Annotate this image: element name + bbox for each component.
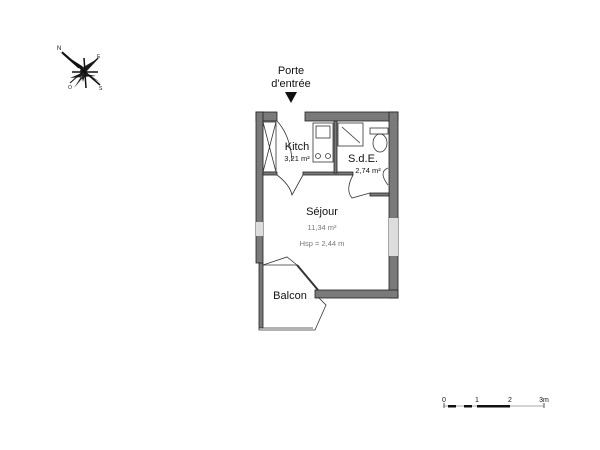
room-name-balcony: Balcon (273, 290, 307, 302)
room-area-bathroom: 2,74 m² (355, 166, 381, 175)
kitchen-fixtures (262, 120, 334, 197)
compass-west: O (68, 85, 72, 91)
room-area-kitchen: 3,21 m² (284, 154, 310, 163)
room-name-bathroom: S.d.E. (348, 153, 378, 165)
scale-label-3: 3m (539, 397, 549, 404)
compass-south: S (99, 86, 103, 92)
scale-label-1: 1 (475, 397, 479, 404)
room-area-living: 11,34 m² (307, 223, 337, 232)
entrance-label-line1: Porte (278, 65, 304, 77)
room-name-kitchen: Kitch (285, 141, 309, 153)
walls (255, 111, 399, 299)
compass-rose-icon: N E S O (57, 46, 103, 92)
entrance-label-line2: d'entrée (271, 78, 310, 90)
entrance-arrow-icon (285, 92, 297, 103)
compass-east: E (97, 54, 101, 60)
scale-bar: 0 1 2 3m (442, 397, 549, 408)
compass-north: N (57, 46, 61, 52)
balcony (258, 256, 327, 331)
scale-label-2: 2 (508, 397, 512, 404)
ceiling-height: Hsp = 2,44 m (300, 239, 345, 248)
room-name-living: Séjour (306, 206, 338, 218)
scale-label-0: 0 (442, 397, 446, 404)
bathroom-fixtures (337, 122, 389, 199)
